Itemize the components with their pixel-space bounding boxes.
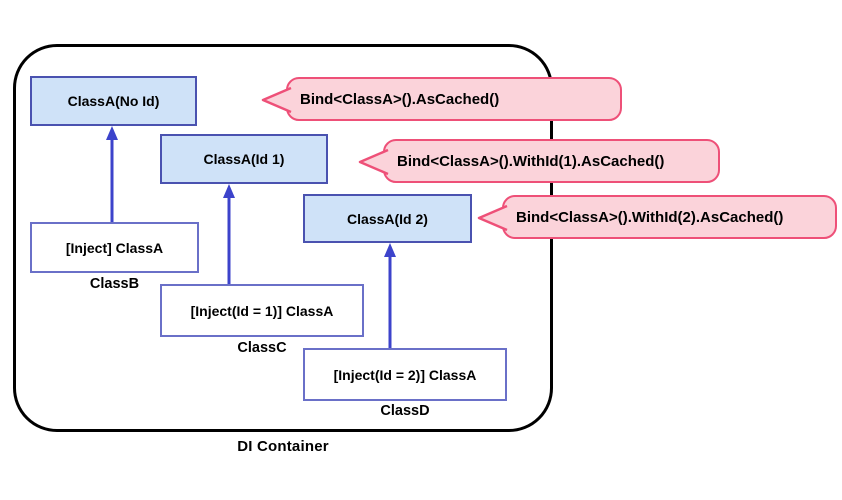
consumer-name-classb: ClassB — [89, 276, 140, 292]
consumer-box-label: [Inject(Id = 2)] ClassA — [333, 366, 477, 383]
callout-bind-withid1-ascached: Bind<ClassA>().WithId(1).AsCached() — [358, 139, 720, 183]
binding-box-label: ClassA(Id 1) — [203, 151, 285, 167]
callout-tail — [261, 86, 292, 114]
consumer-box-classd: [Inject(Id = 2)] ClassA — [303, 348, 507, 401]
binding-box-classa-noid: ClassA(No Id) — [30, 76, 197, 126]
consumer-box-label: [Inject(Id = 1)] ClassA — [190, 302, 334, 319]
callout-bind-withid2-ascached: Bind<ClassA>().WithId(2).AsCached() — [477, 195, 837, 239]
consumer-name-classc: ClassC — [237, 340, 287, 356]
callout-tail — [477, 204, 508, 232]
consumer-box-classb: [Inject] ClassA — [30, 222, 199, 273]
binding-box-classa-id2: ClassA(Id 2) — [303, 194, 472, 243]
callout-text: Bind<ClassA>().AsCached() — [300, 90, 500, 108]
callout-text: Bind<ClassA>().WithId(1).AsCached() — [397, 152, 665, 170]
callout-text: Bind<ClassA>().WithId(2).AsCached() — [516, 208, 784, 226]
callout-bind-ascached: Bind<ClassA>().AsCached() — [261, 77, 622, 121]
callout-tail — [358, 148, 389, 176]
binding-box-classa-id1: ClassA(Id 1) — [160, 134, 328, 184]
arrow-classc-to-classa-id1 — [223, 184, 235, 284]
di-container-label: DI Container — [237, 438, 329, 455]
binding-box-label: ClassA(Id 2) — [347, 210, 428, 227]
arrow-classb-to-classa-noid — [106, 126, 118, 222]
consumer-name-classd: ClassD — [380, 403, 430, 419]
consumer-box-label: [Inject] ClassA — [65, 239, 164, 256]
arrow-classd-to-classa-id2 — [384, 243, 396, 348]
binding-box-label: ClassA(No Id) — [67, 93, 160, 109]
consumer-box-classc: [Inject(Id = 1)] ClassA — [160, 284, 364, 337]
